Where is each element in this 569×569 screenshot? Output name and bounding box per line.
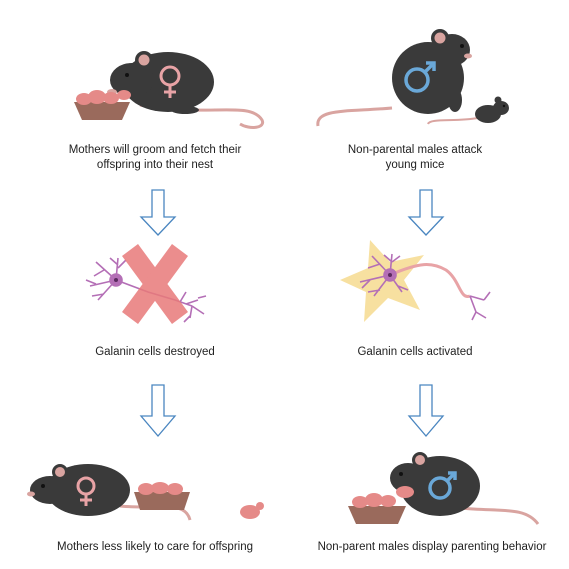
female-symbol-bottom bbox=[76, 476, 96, 506]
down-arrow-left-2 bbox=[139, 384, 177, 438]
tail bbox=[316, 106, 393, 127]
caption-galanin-destroyed: Galanin cells destroyed bbox=[95, 346, 215, 358]
down-arrow-right-2 bbox=[407, 384, 445, 438]
down-arrow-right-1 bbox=[407, 189, 445, 236]
nest-with-pups bbox=[74, 90, 131, 120]
caption-mothers-less-care: Mothers less likely to care for offsprin… bbox=[56, 541, 253, 553]
male-symbol bbox=[404, 61, 436, 93]
male-mouse-parenting bbox=[390, 452, 540, 525]
caption-males-attack: Non-parental males attack young mice bbox=[347, 144, 483, 171]
male-symbol-bottom bbox=[428, 471, 457, 500]
male-mouse-attacking bbox=[316, 29, 472, 127]
caption-galanin-activated: Galanin cells activated bbox=[357, 346, 473, 358]
nest-with-pups-bottom bbox=[134, 482, 190, 510]
stray-pup bbox=[240, 502, 264, 519]
female-symbol bbox=[159, 65, 181, 98]
mother-mouse-grooming bbox=[107, 51, 265, 129]
down-arrow-left-1 bbox=[139, 189, 177, 236]
caption-males-parenting: Non-parent males display parenting behav… bbox=[317, 541, 547, 553]
cross-mark bbox=[122, 244, 188, 324]
caption-mothers-groom: Mothers will groom and fetch their offsp… bbox=[68, 144, 242, 171]
mother-mouse-ignoring bbox=[27, 464, 192, 521]
young-mouse bbox=[427, 96, 509, 125]
nest-with-pups-right bbox=[348, 486, 414, 524]
neuron-activated bbox=[359, 253, 491, 321]
neuron-destroyed bbox=[85, 257, 207, 323]
tail bbox=[459, 506, 540, 525]
activation-star bbox=[340, 240, 424, 322]
